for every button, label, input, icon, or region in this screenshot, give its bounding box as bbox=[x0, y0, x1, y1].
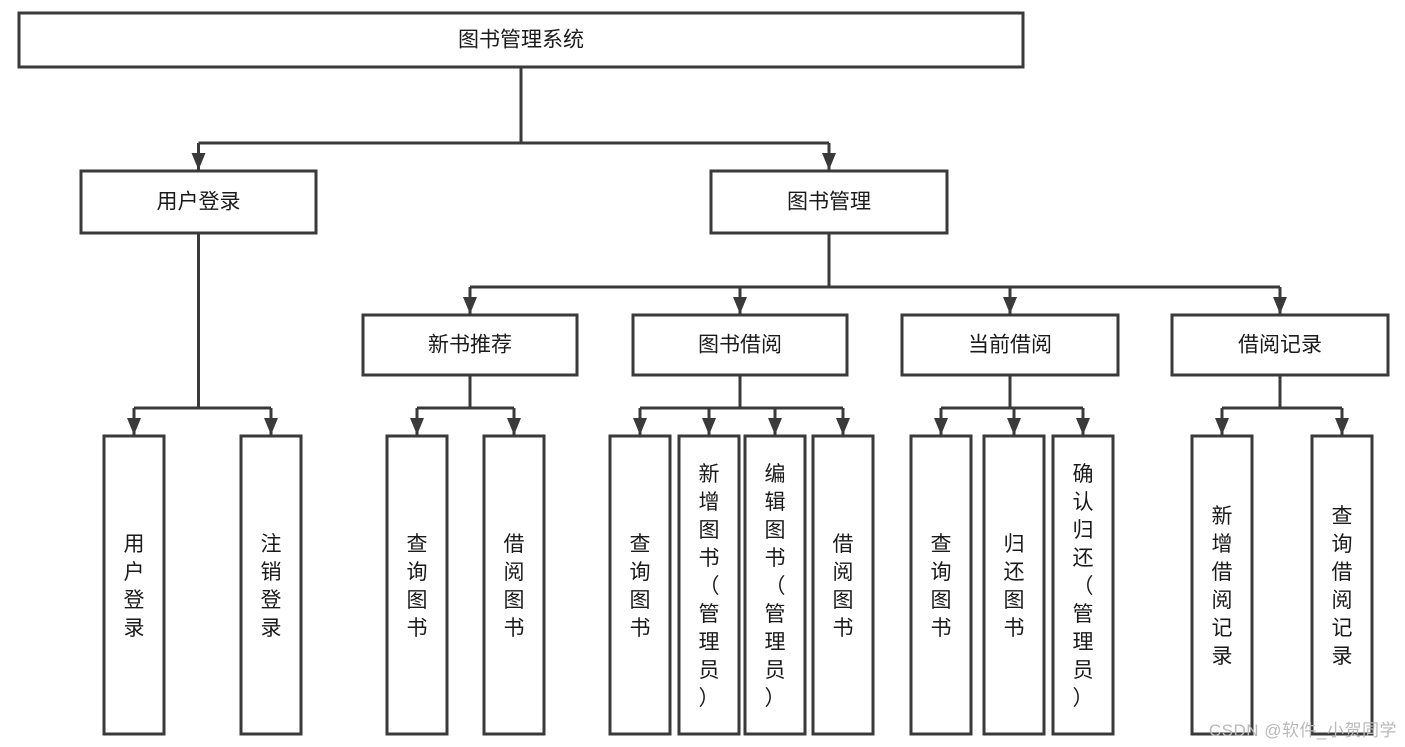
node-leaf-query-book-1[interactable]: 查询图书 bbox=[385, 434, 449, 736]
node-leaf-query-record[interactable]: 查询借阅记录 bbox=[1310, 434, 1374, 736]
node-label: 编辑图书（管理员） bbox=[765, 463, 786, 710]
node-leaf-edit-book[interactable]: 编辑图书（管理员） bbox=[743, 434, 807, 736]
node-label: 查询图书 bbox=[630, 533, 651, 640]
node-leaf-borrow-book-1[interactable]: 借阅图书 bbox=[482, 434, 546, 736]
node-label: 归还图书 bbox=[1004, 533, 1025, 640]
node-box[interactable] bbox=[239, 434, 303, 736]
node-box[interactable] bbox=[909, 434, 973, 736]
node-box[interactable] bbox=[608, 434, 672, 736]
node-label: 注销登录 bbox=[261, 533, 282, 640]
node-box[interactable] bbox=[982, 434, 1046, 736]
node-label: 图书管理系统 bbox=[458, 29, 584, 52]
arrow-head-icon bbox=[633, 418, 647, 435]
arrow-head-icon bbox=[733, 297, 747, 314]
arrow-head-icon bbox=[1076, 418, 1090, 435]
arrow-head-icon bbox=[934, 418, 948, 435]
watermark-label: CSDN @软件_小贺同学 bbox=[1208, 721, 1397, 740]
node-label: 新增图书（管理员） bbox=[699, 463, 720, 710]
arrow-head-icon bbox=[1273, 297, 1287, 314]
node-book-borrow[interactable]: 图书借阅 bbox=[631, 313, 849, 377]
node-label: 借阅图书 bbox=[833, 533, 854, 640]
node-label: 新书推荐 bbox=[428, 334, 512, 357]
node-box[interactable] bbox=[1170, 313, 1390, 377]
node-box[interactable] bbox=[385, 434, 449, 736]
node-label: 新增借阅记录 bbox=[1212, 505, 1233, 668]
arrow-head-icon bbox=[463, 297, 477, 314]
arrow-head-icon bbox=[264, 418, 278, 435]
arrow-head-icon bbox=[768, 418, 782, 435]
node-leaf-query-book-2[interactable]: 查询图书 bbox=[608, 434, 672, 736]
node-leaf-user-logout[interactable]: 注销登录 bbox=[239, 434, 303, 736]
node-box[interactable] bbox=[1051, 434, 1115, 736]
arrow-head-icon bbox=[702, 418, 716, 435]
node-label: 当前借阅 bbox=[968, 334, 1052, 357]
node-label: 查询图书 bbox=[407, 533, 428, 640]
node-box[interactable] bbox=[631, 313, 849, 377]
node-label: 确认归还（管理员） bbox=[1073, 463, 1094, 710]
node-label: 借阅记录 bbox=[1238, 334, 1322, 357]
node-label: 图书借阅 bbox=[698, 334, 782, 357]
arrow-head-icon bbox=[1335, 418, 1349, 435]
arrow-head-icon bbox=[191, 153, 206, 170]
node-label: 查询借阅记录 bbox=[1332, 505, 1353, 668]
node-label: 借阅图书 bbox=[504, 533, 525, 640]
node-label: 用户登录 bbox=[124, 533, 145, 640]
node-label: 查询图书 bbox=[931, 533, 952, 640]
node-leaf-confirm-return[interactable]: 确认归还（管理员） bbox=[1051, 434, 1115, 736]
node-leaf-return-book[interactable]: 归还图书 bbox=[982, 434, 1046, 736]
node-borrow-records[interactable]: 借阅记录 bbox=[1170, 313, 1390, 377]
connector-layer bbox=[127, 67, 1349, 435]
node-box[interactable] bbox=[102, 434, 166, 736]
arrow-head-icon bbox=[1215, 418, 1229, 435]
node-root[interactable]: 图书管理系统 bbox=[17, 11, 1025, 69]
node-leaf-query-book-3[interactable]: 查询图书 bbox=[909, 434, 973, 736]
node-leaf-user-login[interactable]: 用户登录 bbox=[102, 434, 166, 736]
node-current-borrow[interactable]: 当前借阅 bbox=[900, 313, 1120, 377]
node-box[interactable] bbox=[709, 169, 949, 235]
node-box[interactable] bbox=[677, 434, 741, 736]
node-box[interactable] bbox=[1190, 434, 1254, 736]
node-box[interactable] bbox=[811, 434, 875, 736]
node-user-login[interactable]: 用户登录 bbox=[79, 169, 318, 235]
node-box[interactable] bbox=[482, 434, 546, 736]
node-leaf-add-book[interactable]: 新增图书（管理员） bbox=[677, 434, 741, 736]
arrow-head-icon bbox=[1003, 297, 1017, 314]
node-layer: 图书管理系统用户登录用户登录注销登录图书管理新书推荐查询图书借阅图书图书借阅查询… bbox=[17, 11, 1390, 736]
node-label: 图书管理 bbox=[787, 191, 871, 214]
node-box[interactable] bbox=[743, 434, 807, 736]
node-book-management[interactable]: 图书管理 bbox=[709, 169, 949, 235]
arrow-head-icon bbox=[507, 418, 521, 435]
arrow-head-icon bbox=[1007, 418, 1021, 435]
arrow-head-icon bbox=[127, 418, 141, 435]
arrow-head-icon bbox=[410, 418, 424, 435]
arrow-head-icon bbox=[836, 418, 850, 435]
node-box[interactable] bbox=[900, 313, 1120, 377]
node-box[interactable] bbox=[17, 11, 1025, 69]
arrow-head-icon bbox=[822, 153, 836, 170]
node-box[interactable] bbox=[79, 169, 318, 235]
node-leaf-borrow-book-2[interactable]: 借阅图书 bbox=[811, 434, 875, 736]
node-new-book-recommend[interactable]: 新书推荐 bbox=[361, 313, 579, 377]
node-box[interactable] bbox=[361, 313, 579, 377]
node-leaf-add-record[interactable]: 新增借阅记录 bbox=[1190, 434, 1254, 736]
node-box[interactable] bbox=[1310, 434, 1374, 736]
node-label: 用户登录 bbox=[157, 191, 241, 214]
